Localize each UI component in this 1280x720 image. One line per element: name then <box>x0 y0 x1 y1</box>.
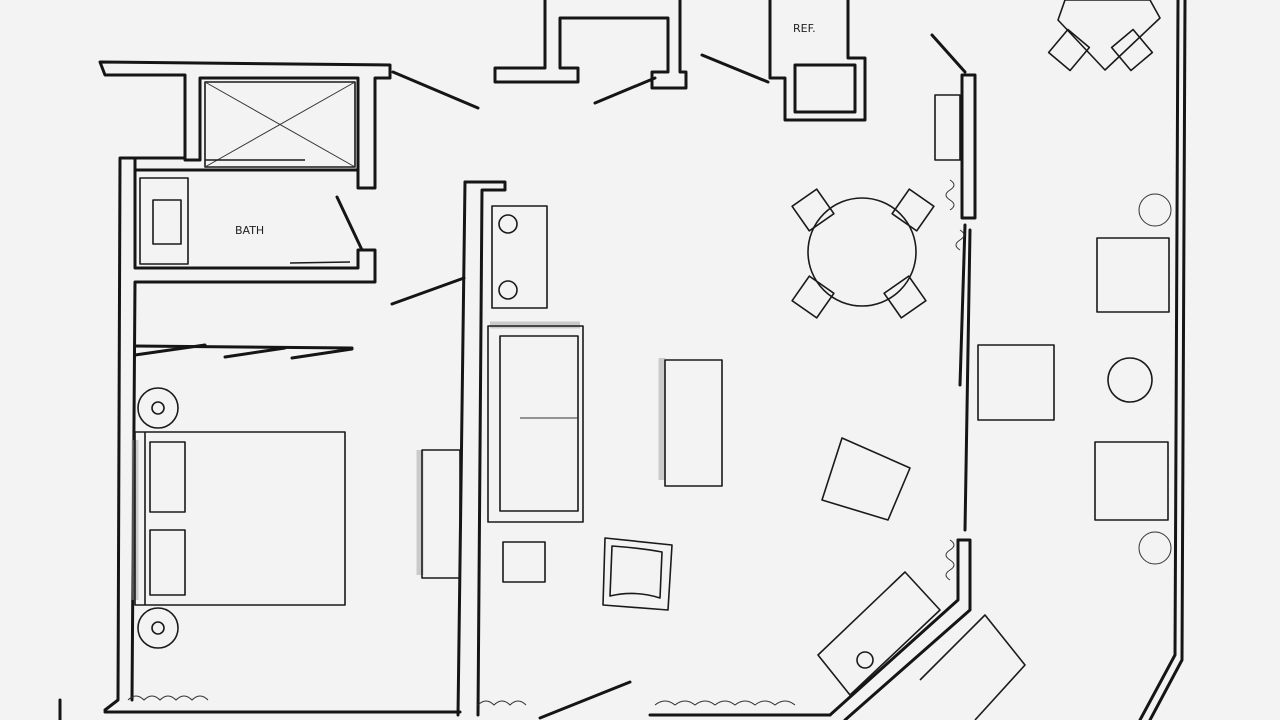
coffee-table <box>664 359 723 487</box>
living-area <box>477 205 911 706</box>
dresser <box>421 449 461 579</box>
doors <box>133 33 967 720</box>
cabinet <box>491 205 548 309</box>
lamp-icon <box>137 607 179 649</box>
sofa <box>487 325 584 523</box>
walls <box>58 0 1187 720</box>
plant-icon <box>1138 531 1172 565</box>
pillow <box>149 529 186 596</box>
bedroom <box>127 387 461 701</box>
kitchenette <box>817 571 1026 720</box>
plant-icon <box>1138 193 1172 227</box>
armchair <box>821 437 911 521</box>
sink-icon <box>152 199 182 245</box>
dining-table <box>807 197 917 307</box>
bath-label: BATH <box>235 224 264 237</box>
ref-label: REF. <box>793 22 816 35</box>
balcony <box>977 0 1172 565</box>
bathroom: BATH <box>139 81 356 265</box>
armchair <box>602 537 673 611</box>
side-table <box>502 541 546 583</box>
lamp-icon <box>137 387 179 429</box>
dining-area <box>791 94 965 581</box>
vanity <box>139 177 189 265</box>
pillow <box>149 441 186 513</box>
bed <box>134 431 346 606</box>
